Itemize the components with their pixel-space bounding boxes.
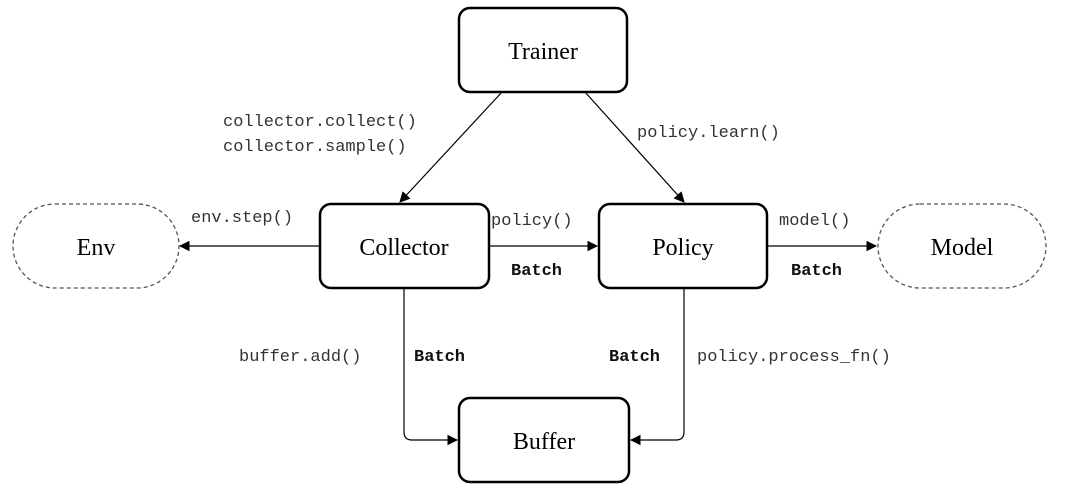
node-collector: Collector [318, 202, 491, 290]
label-model-call: model() [779, 212, 850, 231]
label-collector-buffer-batch: Batch [414, 348, 465, 367]
node-trainer-label: Trainer [508, 39, 578, 65]
edge-trainer-to-collector [399, 91, 503, 203]
node-policy-label: Policy [652, 235, 713, 261]
label-env-step: env.step() [191, 209, 293, 228]
node-collector-label: Collector [359, 235, 448, 261]
label-policy-model-batch: Batch [791, 262, 842, 281]
edge-trainer-to-policy [584, 91, 685, 203]
node-buffer: Buffer [457, 396, 631, 484]
label-collector-collect: collector.collect() [223, 113, 417, 132]
edge-policy-to-buffer [629, 289, 685, 446]
edge-collector-to-buffer [403, 289, 459, 446]
node-buffer-label: Buffer [513, 429, 575, 455]
node-env: Env [12, 203, 180, 289]
label-buffer-add: buffer.add() [239, 348, 361, 367]
label-policy-process-fn: policy.process_fn() [697, 348, 891, 367]
label-collector-sample: collector.sample() [223, 138, 407, 157]
node-policy: Policy [597, 202, 769, 290]
node-model: Model [877, 203, 1047, 289]
label-collector-policy-batch: Batch [511, 262, 562, 281]
label-policy-learn: policy.learn() [637, 124, 780, 143]
node-trainer: Trainer [457, 6, 629, 94]
label-policy-buffer-batch: Batch [609, 348, 660, 367]
node-env-label: Env [77, 235, 116, 261]
label-policy-call: policy() [491, 212, 573, 231]
node-model-label: Model [931, 235, 994, 261]
